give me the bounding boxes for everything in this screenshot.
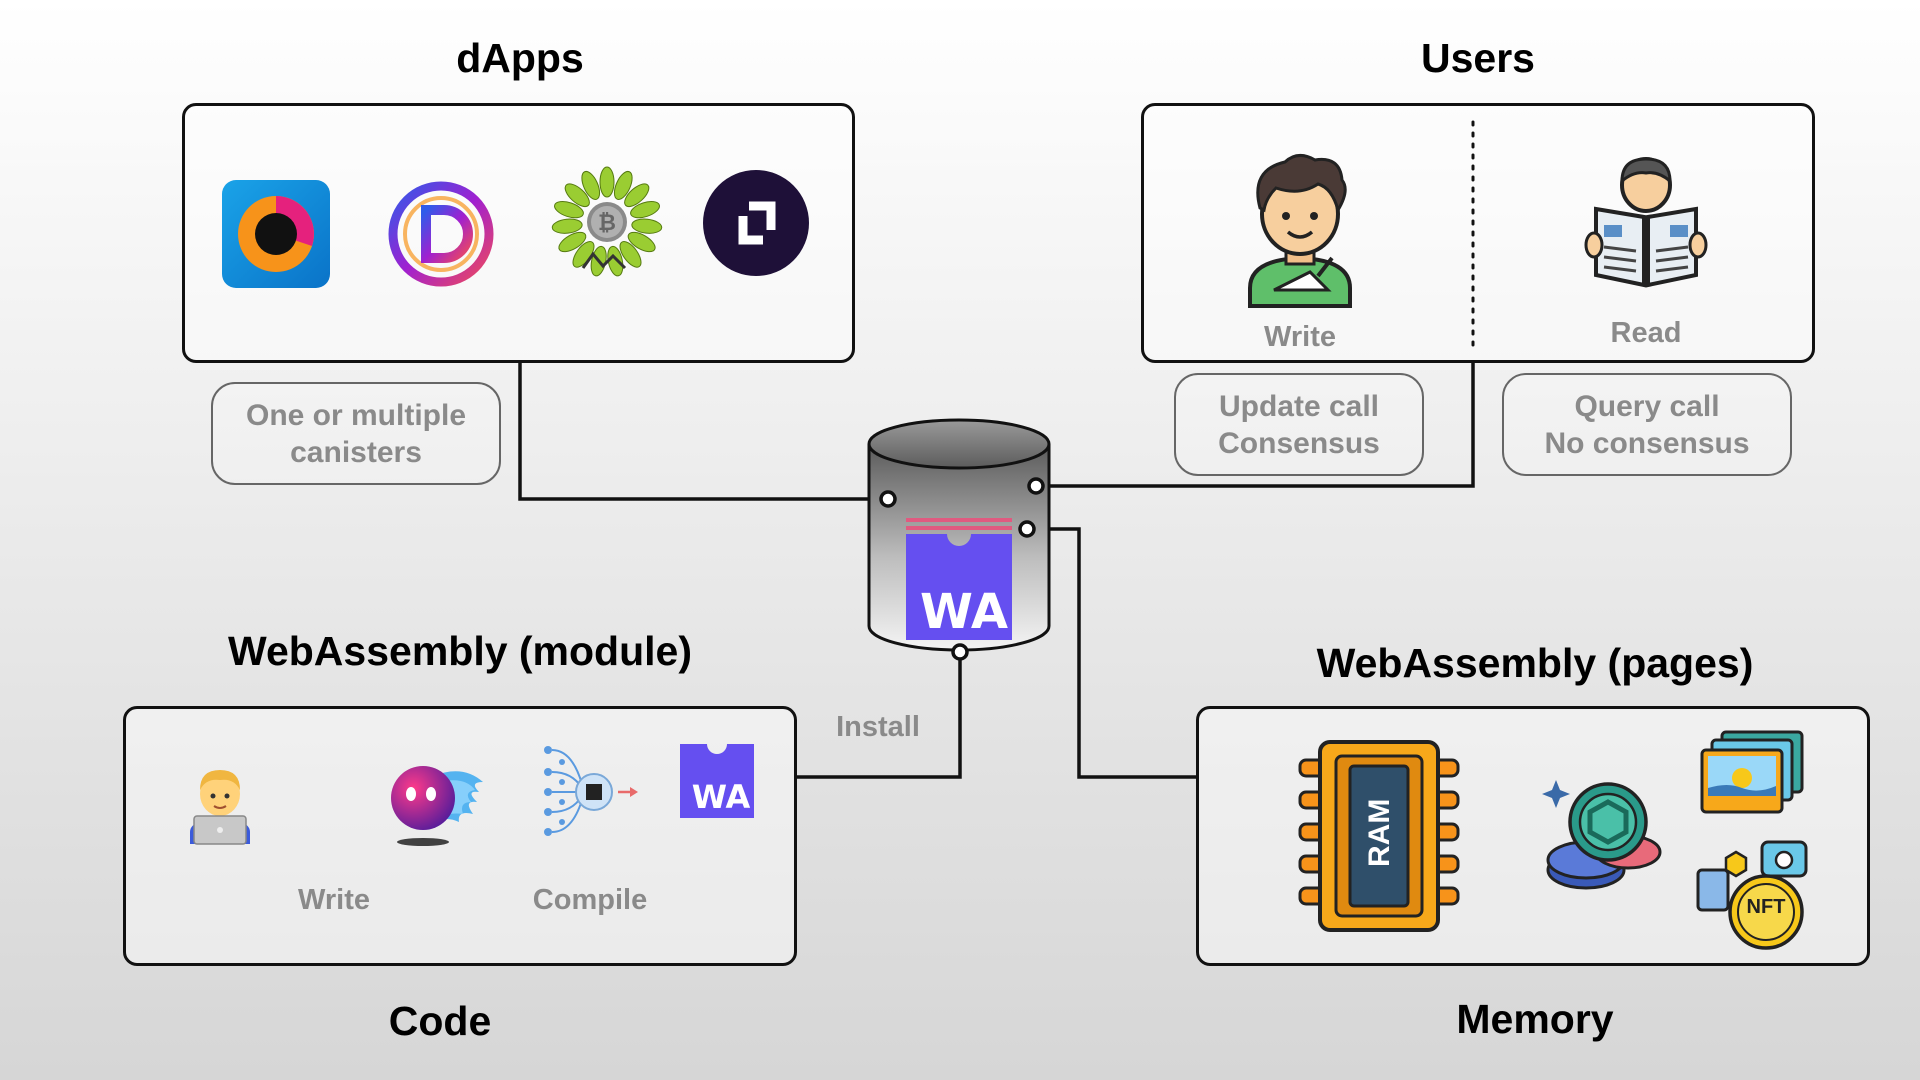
wasm-logo-icon[interactable] [680,744,754,818]
ram-chip-icon[interactable] [1296,738,1462,934]
install-label: Install [836,711,920,743]
write-label: Write [1264,321,1336,353]
users-box [1141,103,1815,363]
port-dapps [879,490,897,508]
pages-title: WebAssembly (pages) [1316,640,1754,686]
distrikt-logo-icon[interactable] [386,180,496,288]
wasm-canister-logo-text: WA [920,584,1008,640]
images-stack-icon[interactable] [1698,730,1804,814]
read-label: Read [1610,317,1682,349]
query-note-line1: Query call [1574,389,1720,423]
memory-connector [1027,527,1197,779]
compile-label: Compile [532,884,648,916]
writer-person-icon[interactable] [1240,150,1360,308]
dscvr-logo-icon[interactable] [703,170,809,276]
port-memory [1018,520,1036,538]
nft-icon[interactable] [1692,838,1810,950]
users-divider [1471,120,1475,348]
developer-laptop-icon[interactable] [184,766,256,845]
module-title: WebAssembly (module) [228,628,692,674]
token-coins-icon[interactable] [1542,776,1666,894]
openchat-logo-icon[interactable] [222,180,330,288]
code-write-label: Write [298,884,370,916]
port-install [951,643,969,661]
sunflower-bitcoin-icon[interactable]: ₿ [551,166,663,278]
dapps-title: dApps [456,35,584,81]
ram-label: RAM [1363,798,1396,867]
reader-newspaper-icon[interactable] [1584,155,1708,291]
dapps-connector [518,362,888,501]
users-connector [1036,362,1475,488]
canisters-note-line1: One or multiple [245,398,467,432]
canisters-note-line2: canisters [290,435,422,469]
motoko-ghost-icon[interactable] [383,760,485,846]
code-title: Code [388,998,492,1044]
compiler-chip-icon[interactable] [538,744,640,838]
wasm-logo-icon-text: WA [691,778,751,816]
users-title: Users [1421,35,1535,81]
update-note-line2: Consensus [1218,426,1380,460]
svg-text:₿: ₿ [598,211,616,236]
update-note-line1: Update call [1218,389,1380,423]
wasm-canister-logo [906,518,1012,640]
memory-title: Memory [1456,996,1614,1042]
nft-label: NFT [1746,896,1786,918]
port-users [1027,477,1045,495]
install-connector [795,652,962,779]
query-note-line2: No consensus [1544,426,1750,460]
